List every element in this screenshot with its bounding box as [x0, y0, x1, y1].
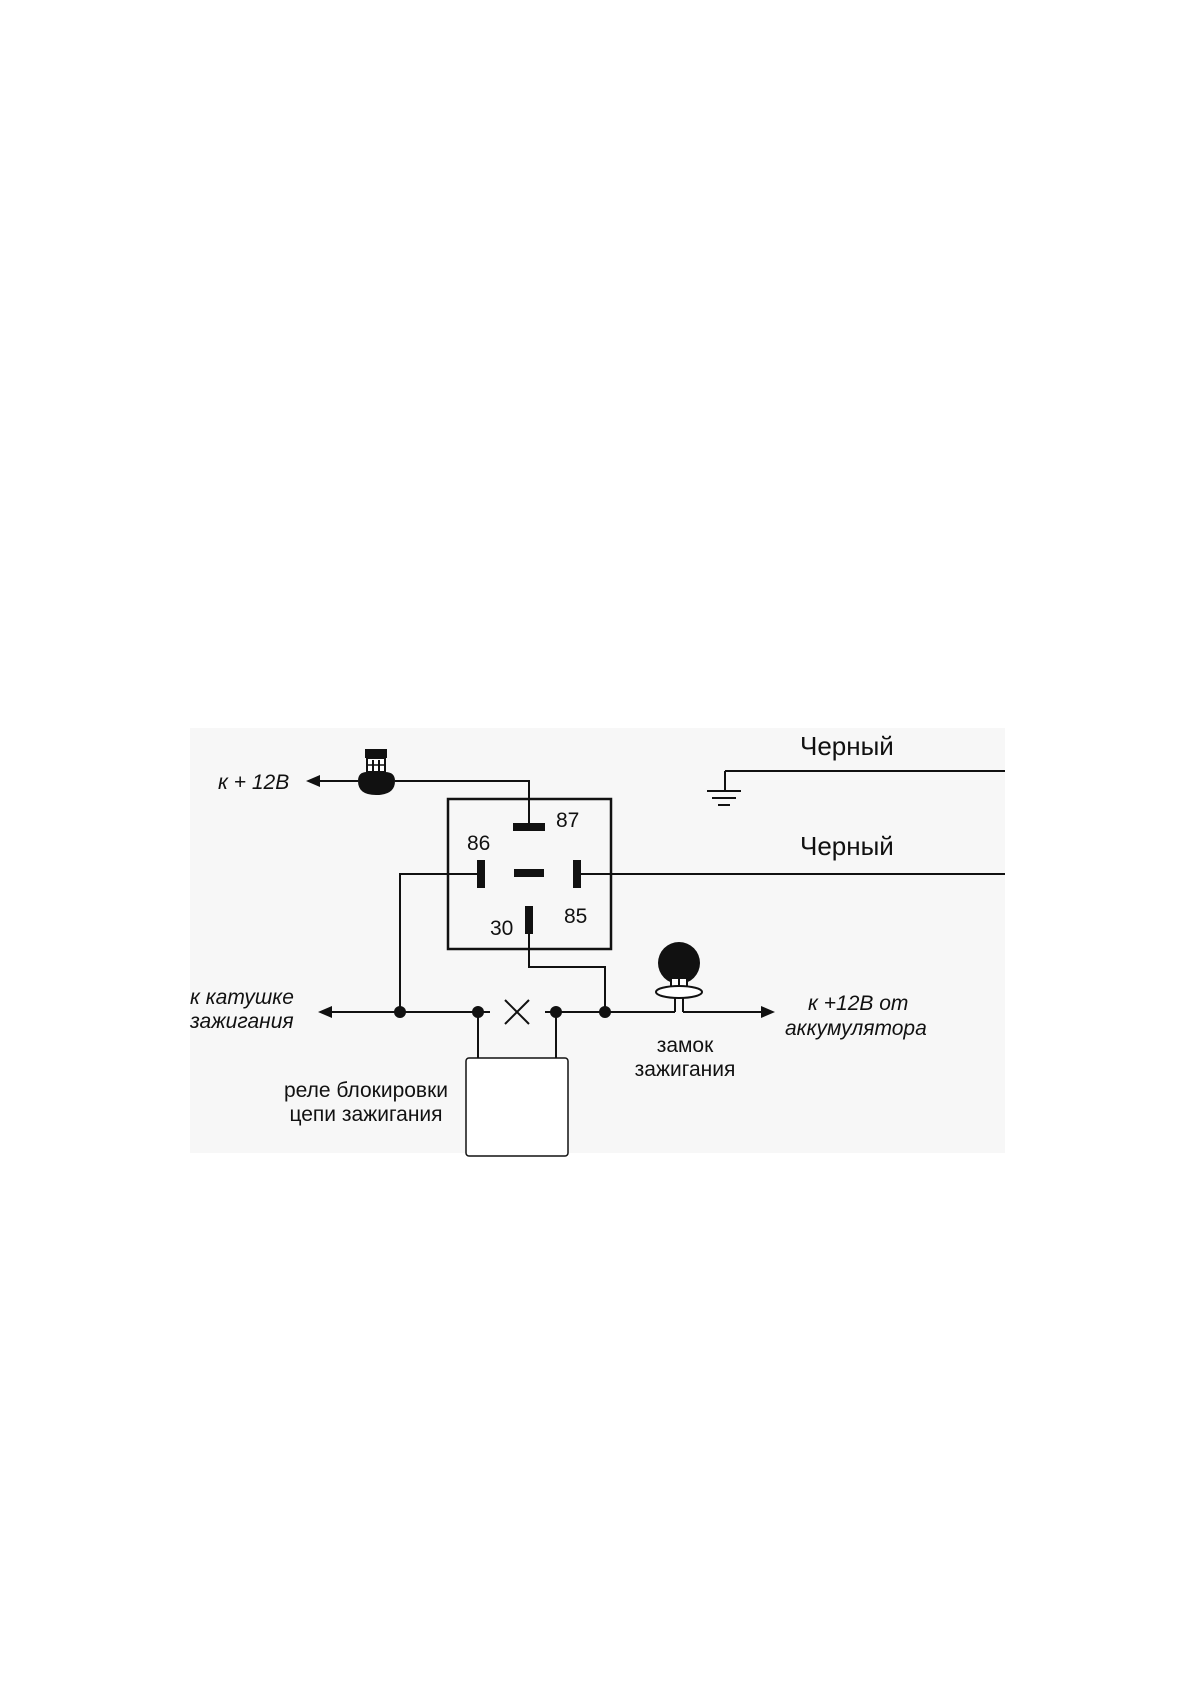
battery-label-line2: аккумулятора: [785, 1017, 927, 1040]
lock-label-line1: замок: [657, 1034, 714, 1057]
relay-center-contact: [514, 869, 544, 877]
arrow-coil: [318, 1006, 332, 1018]
ignition-key-icon: [655, 942, 703, 1012]
block-label-line1: реле блокировки: [284, 1079, 448, 1102]
junction-lock: [599, 1006, 611, 1018]
pin-87-label: 87: [556, 809, 579, 832]
black-wire-mid-label: Черный: [800, 831, 894, 861]
junction-coil: [394, 1006, 406, 1018]
battery-label-line1: к +12В от: [808, 992, 908, 1015]
relay-pin-30: [525, 906, 533, 934]
lock-label-line2: зажигания: [635, 1058, 736, 1081]
coil-label-line1: к катушке: [190, 986, 294, 1009]
ground-icon: [707, 771, 741, 806]
pin-85-label: 85: [564, 905, 587, 928]
relay-pin-85: [573, 860, 581, 888]
pin-86-label: 86: [467, 832, 490, 855]
arrow-12v: [306, 775, 320, 787]
block-label-line2: цепи зажигания: [289, 1103, 442, 1126]
fuse-icon: [358, 749, 395, 795]
arrow-battery: [761, 1006, 775, 1018]
relay-pin-86: [477, 860, 485, 888]
plus-12v-label: к + 12В: [218, 771, 289, 794]
wire-86-to-coil: [399, 873, 477, 1012]
pin-30-label: 30: [490, 917, 513, 940]
coil-label-line2: зажигания: [189, 1010, 294, 1033]
wire-30-to-lock: [528, 934, 606, 1012]
cross-break-icon: [504, 999, 530, 1025]
blocking-relay-box: [465, 1057, 569, 1157]
wire-87-to-fuse: [395, 780, 530, 823]
relay-pin-87: [513, 823, 545, 831]
black-wire-top-label: Черный: [800, 731, 894, 761]
